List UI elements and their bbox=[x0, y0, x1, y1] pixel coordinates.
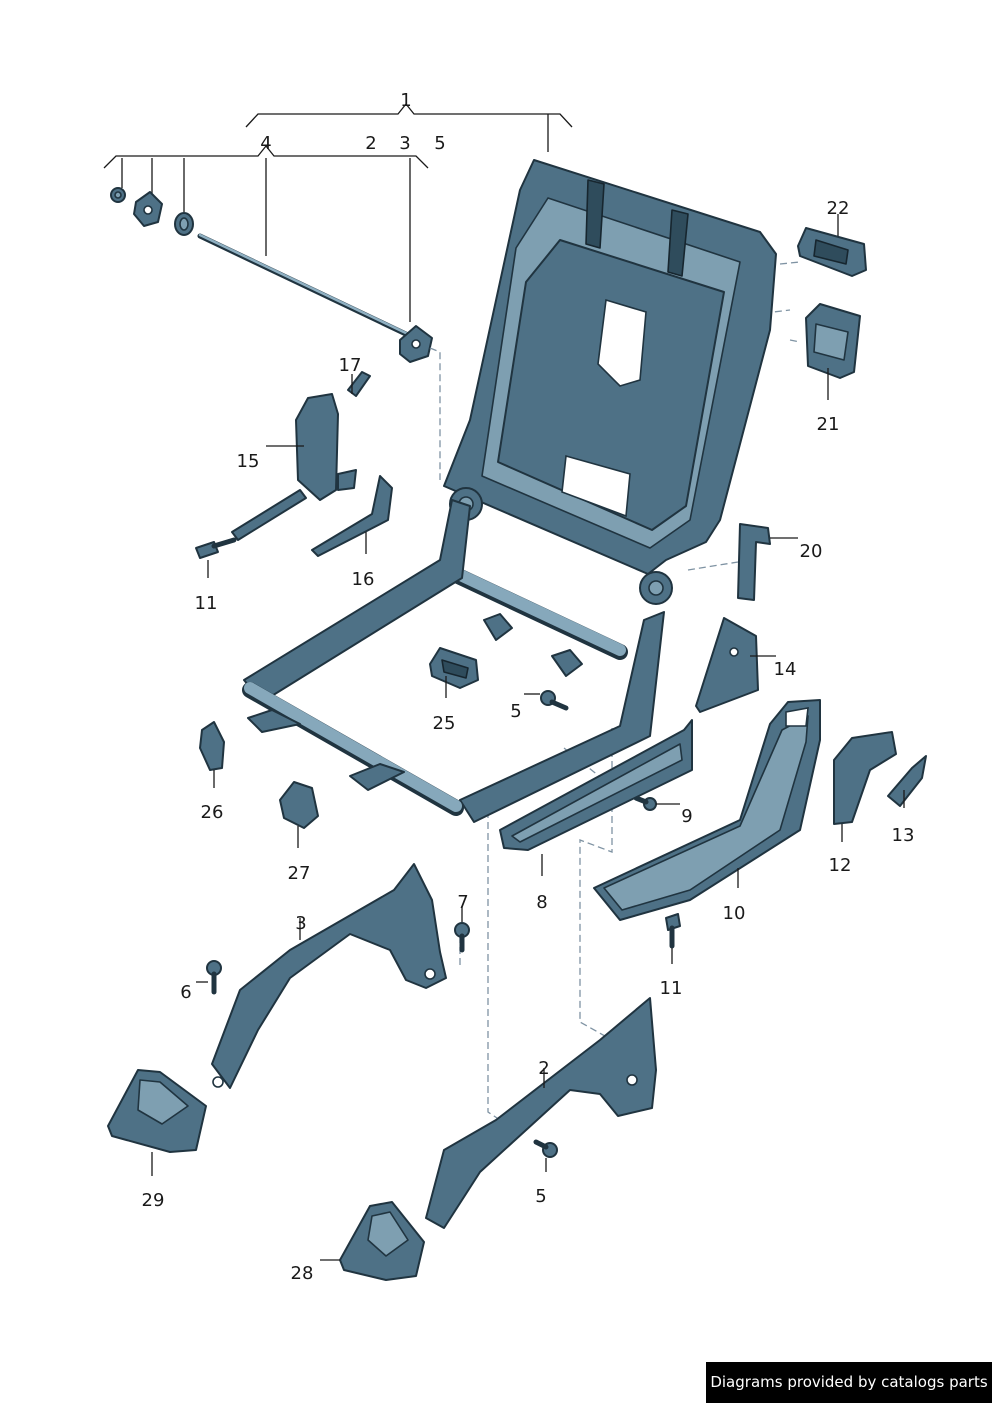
callout-29: 29 bbox=[142, 1190, 165, 1211]
part-10-cover bbox=[593, 699, 821, 921]
part-21-latch bbox=[805, 303, 861, 379]
part-9-screw bbox=[633, 795, 657, 811]
callout-3-top: 3 bbox=[399, 133, 410, 154]
part-5-bolt-low bbox=[533, 1139, 558, 1158]
part-2-bracket bbox=[425, 997, 657, 1229]
bracket-group-1 bbox=[245, 102, 573, 152]
part-12-trim bbox=[833, 731, 897, 825]
callout-26: 26 bbox=[201, 802, 224, 823]
part-29-pad bbox=[107, 1069, 207, 1153]
callout-20: 20 bbox=[800, 541, 823, 562]
part-11-screw-right bbox=[665, 913, 681, 949]
callout-8: 8 bbox=[536, 892, 547, 913]
callout-labels: 1 2 3 4 5 17 15 11 16 22 21 20 14 25 5 2… bbox=[142, 90, 915, 1284]
callout-11-right: 11 bbox=[660, 978, 683, 999]
part-8-rail bbox=[499, 719, 693, 851]
callout-13: 13 bbox=[892, 825, 915, 846]
callout-2-low: 2 bbox=[538, 1058, 549, 1079]
part-25-clip bbox=[429, 647, 479, 689]
part-6-bolt bbox=[206, 960, 222, 995]
leader-lines bbox=[151, 214, 905, 1261]
part-14-cover bbox=[695, 617, 759, 713]
part-5-bolt-mid bbox=[540, 690, 569, 711]
callout-14: 14 bbox=[774, 659, 797, 680]
seat-frame-part-1 bbox=[242, 159, 777, 823]
part-27-bracket bbox=[279, 781, 319, 829]
attribution-footer: Diagrams provided by catalogs parts bbox=[706, 1362, 992, 1403]
callout-12: 12 bbox=[829, 855, 852, 876]
rod-assembly-part-4 bbox=[110, 187, 433, 363]
part-11-screw-left bbox=[195, 537, 237, 559]
callout-4: 4 bbox=[260, 133, 271, 154]
bracket-group-4 bbox=[103, 144, 429, 322]
callout-28: 28 bbox=[291, 1263, 314, 1284]
callout-7: 7 bbox=[457, 892, 468, 913]
part-26-bracket bbox=[199, 721, 225, 771]
callout-1: 1 bbox=[400, 90, 411, 111]
part-20-bracket bbox=[737, 523, 771, 601]
callout-27: 27 bbox=[288, 863, 311, 884]
callout-9: 9 bbox=[681, 806, 692, 827]
callout-6: 6 bbox=[180, 982, 191, 1003]
callout-15: 15 bbox=[237, 451, 260, 472]
callout-16: 16 bbox=[352, 569, 375, 590]
part-22-latch bbox=[797, 227, 867, 277]
part-3-bracket bbox=[211, 863, 447, 1089]
callout-17: 17 bbox=[339, 355, 362, 376]
callout-11-left: 11 bbox=[195, 593, 218, 614]
callout-5-top: 5 bbox=[434, 133, 445, 154]
part-17-clip bbox=[347, 371, 371, 397]
callout-5-low: 5 bbox=[535, 1186, 546, 1207]
callout-3-low: 3 bbox=[295, 913, 306, 934]
part-16-trim bbox=[311, 475, 393, 557]
part-13-clip bbox=[887, 755, 927, 807]
part-28-pad bbox=[339, 1201, 425, 1281]
callout-25: 25 bbox=[433, 713, 456, 734]
callout-22: 22 bbox=[827, 198, 850, 219]
part-7-bolt bbox=[454, 922, 470, 953]
callout-5-mid: 5 bbox=[510, 701, 521, 722]
callout-10: 10 bbox=[723, 903, 746, 924]
callout-21: 21 bbox=[817, 414, 840, 435]
part-15-cover bbox=[231, 393, 357, 541]
callout-2-top: 2 bbox=[365, 133, 376, 154]
